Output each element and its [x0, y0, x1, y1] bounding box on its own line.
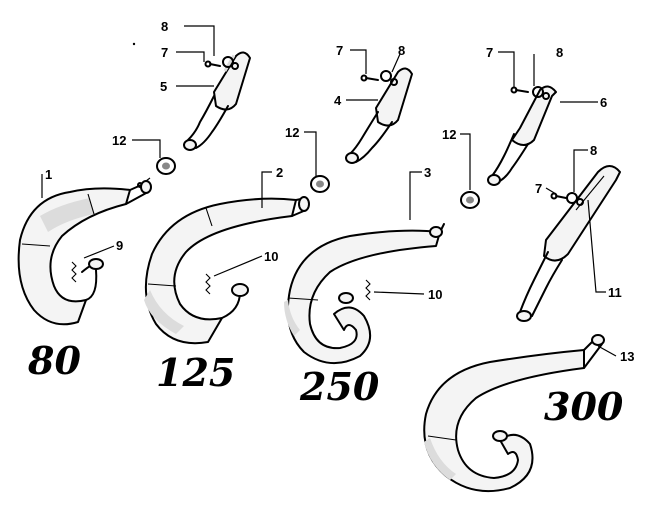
callout-13: 13: [620, 349, 634, 364]
model-label-300: 300: [544, 384, 624, 429]
clamp-8c: [532, 86, 550, 100]
o-ring-12c: [460, 191, 480, 209]
silencer-11: [516, 165, 621, 322]
callout-10b: 10: [428, 287, 442, 302]
callout-5: 5: [160, 79, 167, 94]
callout-7d: 7: [535, 181, 542, 196]
speck-mark: [132, 42, 136, 46]
spring-9: [71, 261, 77, 283]
model-label-80: 80: [27, 338, 81, 383]
callout-7b: 7: [336, 43, 343, 58]
spring-10b: [365, 279, 371, 301]
leader-lines: [41, 25, 617, 357]
callout-6: 6: [600, 95, 607, 110]
callout-labels: 8 7 5 12 1 9 7 8 4 12 2 10 7 8 6 12 3 10…: [45, 19, 634, 364]
expansion-pipe-3: [284, 223, 445, 364]
callout-12a: 12: [112, 133, 126, 148]
silencer-5: [183, 51, 251, 151]
callout-7c: 7: [486, 45, 493, 60]
model-label-250: 250: [299, 364, 380, 409]
o-ring-12b: [310, 175, 330, 193]
spring-10a: [205, 273, 211, 295]
bolt-7a: [204, 60, 221, 68]
model-labels: 80 125 250 300: [27, 338, 624, 429]
expansion-pipe-1: [17, 180, 152, 326]
callout-8b: 8: [398, 43, 405, 58]
callout-12c: 12: [442, 127, 456, 142]
callout-12b: 12: [285, 125, 299, 140]
callout-9: 9: [116, 238, 123, 253]
model-label-125: 125: [156, 350, 235, 395]
clamp-8b: [380, 70, 398, 86]
callout-11: 11: [608, 285, 622, 300]
callout-1: 1: [45, 167, 52, 182]
callout-3: 3: [424, 165, 431, 180]
callout-8a: 8: [161, 19, 168, 34]
callout-7a: 7: [161, 45, 168, 60]
callout-8c: 8: [556, 45, 563, 60]
callout-4: 4: [334, 93, 342, 108]
callout-10a: 10: [264, 249, 278, 264]
bolt-7b: [360, 74, 379, 82]
clamp-8a: [222, 56, 239, 70]
silencer-4: [345, 67, 413, 164]
silencer-6: [487, 85, 557, 186]
bolt-7d: [550, 192, 567, 200]
callout-8d: 8: [590, 143, 597, 158]
expansion-pipe-2: [144, 196, 310, 345]
bolt-7c: [510, 86, 529, 94]
expansion-pipe-13: [423, 334, 605, 493]
callout-2: 2: [276, 165, 283, 180]
